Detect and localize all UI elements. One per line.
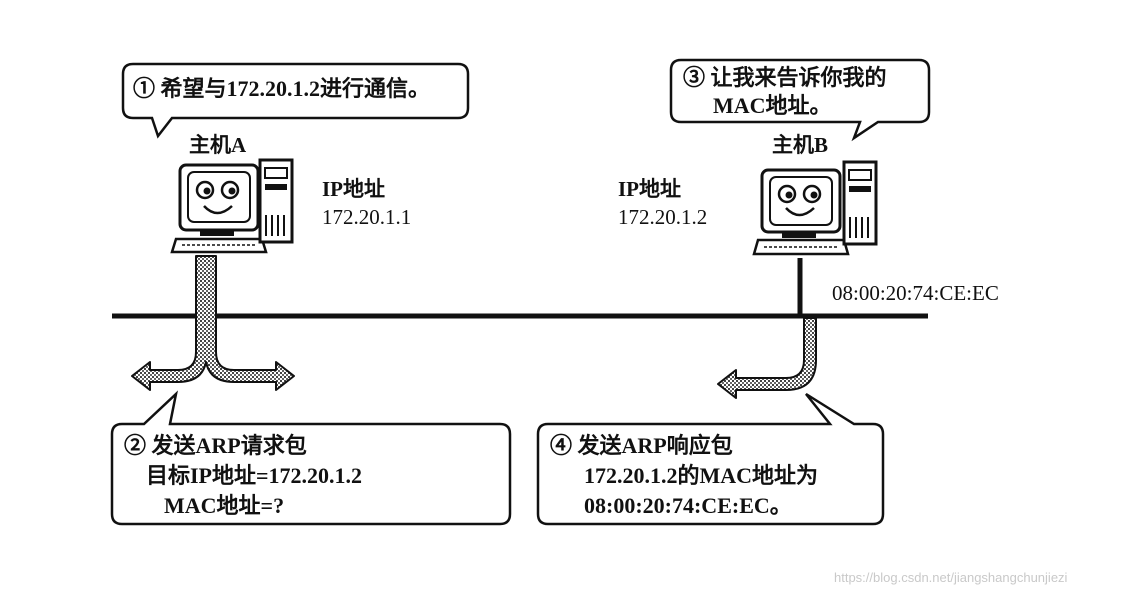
host-a-computer-icon (170, 158, 294, 254)
host-a-name: 主机A (189, 133, 247, 157)
step1-text: ① 希望与172.20.1.2进行通信。 (133, 76, 431, 101)
step2-line1: ② 发送ARP请求包 (124, 433, 307, 458)
host-a-ip-label: IP地址 (322, 177, 385, 201)
step3-line2: MAC地址。 (713, 93, 832, 118)
bubble-step2-shape (110, 390, 512, 526)
step2-line3: MAC地址=? (164, 493, 285, 518)
host-b-name: 主机B (772, 133, 829, 157)
bubble-step3-shape (669, 58, 931, 142)
watermark: https://blog.csdn.net/jiangshangchunjiez… (834, 570, 1068, 585)
arp-request-arrow (131, 255, 295, 391)
host-b-ip-label: IP地址 (618, 177, 681, 201)
host-b-ip: 172.20.1.2 (618, 205, 708, 229)
step4-line3: 08:00:20:74:CE:EC。 (584, 493, 792, 518)
step3-line1: ③ 让我来告诉你我的 (683, 65, 887, 90)
host-b-mac: 08:00:20:74:CE:EC (832, 281, 999, 305)
host-b-computer-icon (752, 160, 878, 256)
step2-line2: 目标IP地址=172.20.1.2 (146, 463, 363, 488)
step4-line1: ④ 发送ARP响应包 (550, 433, 733, 458)
step4-line2: 172.20.1.2的MAC地址为 (584, 463, 819, 488)
host-a-ip: 172.20.1.1 (322, 205, 412, 229)
arp-response-arrow (717, 317, 817, 399)
bubble-step1-shape (121, 62, 470, 139)
bubble-step4-shape (536, 392, 885, 526)
